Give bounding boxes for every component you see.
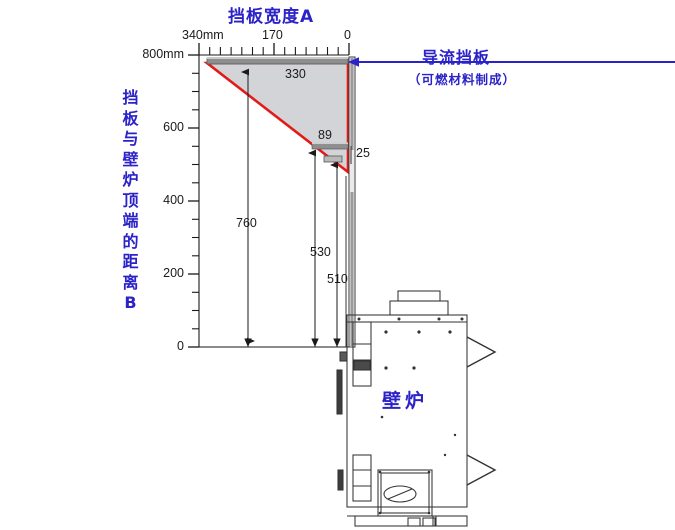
y-tick-400: 400 <box>163 193 184 207</box>
dimension-arrowheads-bottom <box>244 338 341 347</box>
callout-baffle-label: 导流挡板 <box>422 48 491 67</box>
dim-label-510: 510 <box>327 272 348 286</box>
x-tick-170: 170 <box>262 28 283 42</box>
y-axis <box>188 54 200 348</box>
y-tick-200: 200 <box>163 266 184 280</box>
dim-label-89: 89 <box>318 128 332 142</box>
y-tick-600: 600 <box>163 120 184 134</box>
x-tick-340: 340mm <box>182 28 224 42</box>
page-title: 挡板宽度A <box>228 7 315 27</box>
x-axis <box>198 43 350 56</box>
dim-label-25: 25 <box>356 146 370 160</box>
fireplace-drawing <box>336 290 497 527</box>
fireplace-label: 壁炉 <box>382 390 429 412</box>
callout-arrow <box>348 57 675 67</box>
y-axis-title: 挡板与壁炉顶端的距离B <box>122 88 140 312</box>
dim-label-530: 530 <box>310 245 331 259</box>
y-tick-0: 0 <box>177 339 184 353</box>
callout-baffle-sublabel: （可燃材料制成） <box>408 72 517 87</box>
baffle-triangle <box>203 57 350 175</box>
dimension-lines <box>241 68 338 347</box>
y-tick-800: 800mm <box>142 47 184 61</box>
dim-label-330: 330 <box>285 67 306 81</box>
dim-label-760: 760 <box>236 216 257 230</box>
wall-flue-column <box>345 56 356 348</box>
x-tick-0: 0 <box>344 28 351 42</box>
